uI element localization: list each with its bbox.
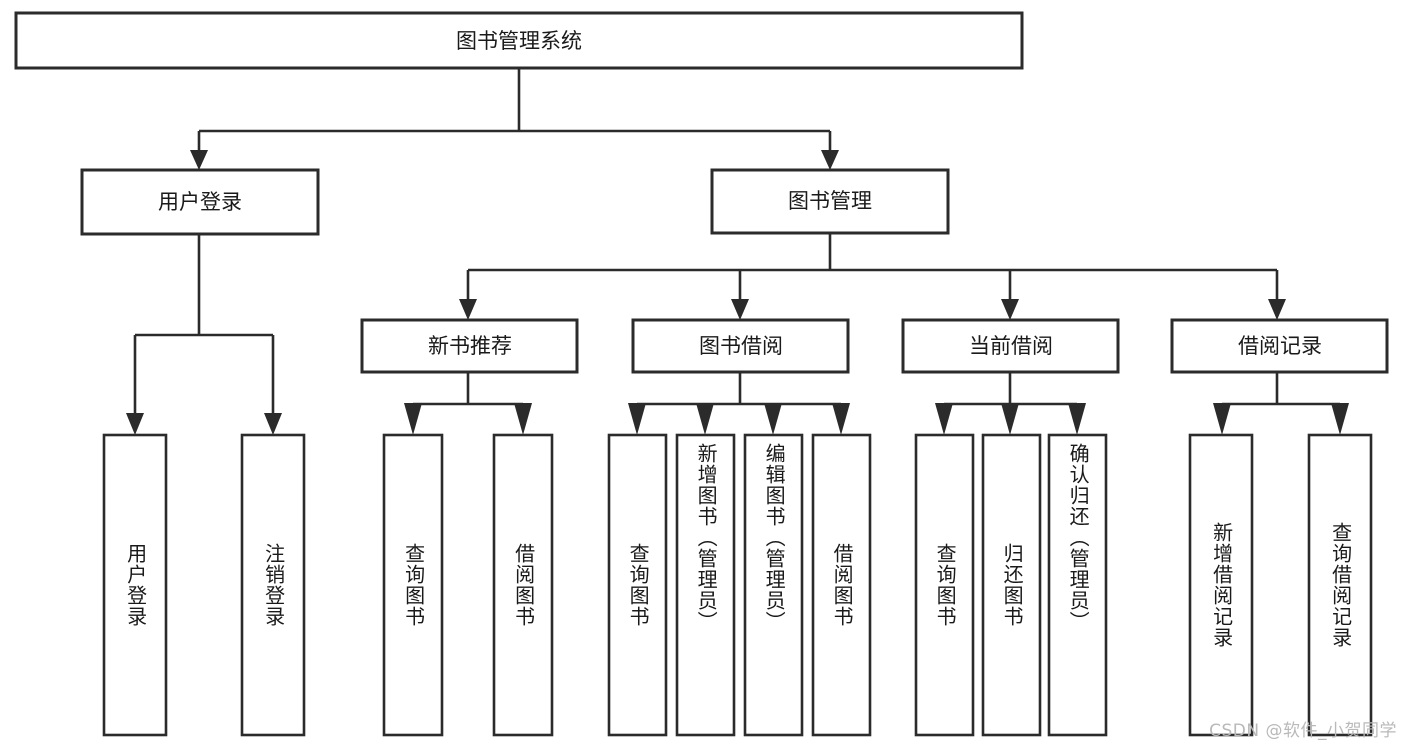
edge-group-currentborrow <box>935 372 1086 435</box>
arrow-head-leaf-currentborrow-3 <box>1068 403 1086 435</box>
node-box-leaf-borrow-records-1[interactable] <box>1188 433 1254 737</box>
node-box-book-borrow[interactable] <box>631 318 850 374</box>
arrow-head-leaf-currentborrow-1 <box>935 403 953 435</box>
node-box-leaf-new-book-2[interactable] <box>492 433 554 737</box>
edge-group-root <box>190 68 839 170</box>
arrow-head-leaf-bookborrow-1 <box>628 403 646 435</box>
arrow-head-newbook <box>459 299 477 320</box>
node-box-book-management[interactable] <box>710 168 950 235</box>
node-label-book-borrow: 图书借阅 <box>699 334 783 358</box>
arrow-head-leaf-borrowrecords-1 <box>1213 403 1231 435</box>
node-label-root: 图书管理系统 <box>456 29 582 53</box>
node-box-user-login[interactable] <box>80 168 320 236</box>
node-box-leaf-book-borrow-4[interactable] <box>811 433 872 737</box>
node-box-leaf-current-borrow-3[interactable] <box>1047 433 1108 737</box>
node-group-level3: 新书推荐 图书借阅 当前借阅 借阅记录 <box>360 318 1389 374</box>
arrow-head-bookborrow <box>731 299 749 320</box>
arrow-head-userlogin <box>190 150 208 170</box>
node-box-current-borrow[interactable] <box>901 318 1120 374</box>
arrow-head-bookmgmt <box>821 150 839 170</box>
node-box-new-book-recommend[interactable] <box>360 318 579 374</box>
node-label-new-book-recommend: 新书推荐 <box>428 334 512 358</box>
arrow-head-leaf-newbook-1 <box>404 403 422 435</box>
node-box-root[interactable] <box>14 11 1024 70</box>
arrow-head-leaf-currentborrow-2 <box>1001 403 1019 435</box>
arrow-head-leaf-bookborrow-4 <box>832 403 850 435</box>
arrow-head-leaf-borrowrecords-2 <box>1331 403 1349 435</box>
node-box-leaf-user-login-2[interactable] <box>240 433 306 737</box>
node-box-leaf-book-borrow-1[interactable] <box>607 433 668 737</box>
node-box-leaf-new-book-1[interactable] <box>382 433 444 737</box>
node-box-leaf-borrow-records-2[interactable] <box>1307 433 1373 737</box>
edge-group-userlogin <box>126 234 282 435</box>
node-box-leaf-current-borrow-1[interactable] <box>914 433 975 737</box>
arrow-head-currentborrow <box>1001 299 1019 320</box>
arrow-head-leaf-userlogin-1 <box>126 413 144 435</box>
arrow-head-leaf-newbook-2 <box>514 403 532 435</box>
node-label-user-login: 用户登录 <box>158 190 242 214</box>
arrow-head-borrowrecords <box>1268 299 1286 320</box>
node-label-current-borrow: 当前借阅 <box>969 334 1053 358</box>
node-box-borrow-records[interactable] <box>1170 318 1389 374</box>
node-label-book-management: 图书管理 <box>788 189 872 213</box>
node-group-level2: 用户登录 图书管理 <box>80 168 950 236</box>
arrow-head-leaf-userlogin-2 <box>264 413 282 435</box>
node-group-leaves <box>102 433 1373 737</box>
watermark-text: CSDN @软件_小贺同学 <box>1209 721 1397 741</box>
arrow-head-leaf-bookborrow-2 <box>696 403 714 435</box>
edge-group-bookborrow <box>628 372 850 435</box>
edge-group-borrowrecords <box>1213 372 1349 435</box>
edge-group-newbook <box>404 372 532 435</box>
node-box-leaf-user-login-1[interactable] <box>102 433 168 737</box>
node-box-leaf-book-borrow-2[interactable] <box>675 433 736 737</box>
node-box-leaf-current-borrow-2[interactable] <box>981 433 1042 737</box>
arrow-head-leaf-bookborrow-3 <box>764 403 782 435</box>
node-label-borrow-records: 借阅记录 <box>1238 334 1322 358</box>
node-group-root: 图书管理系统 <box>14 11 1024 70</box>
node-box-leaf-book-borrow-3[interactable] <box>743 433 804 737</box>
edge-group-bookmgmt <box>459 233 1286 320</box>
